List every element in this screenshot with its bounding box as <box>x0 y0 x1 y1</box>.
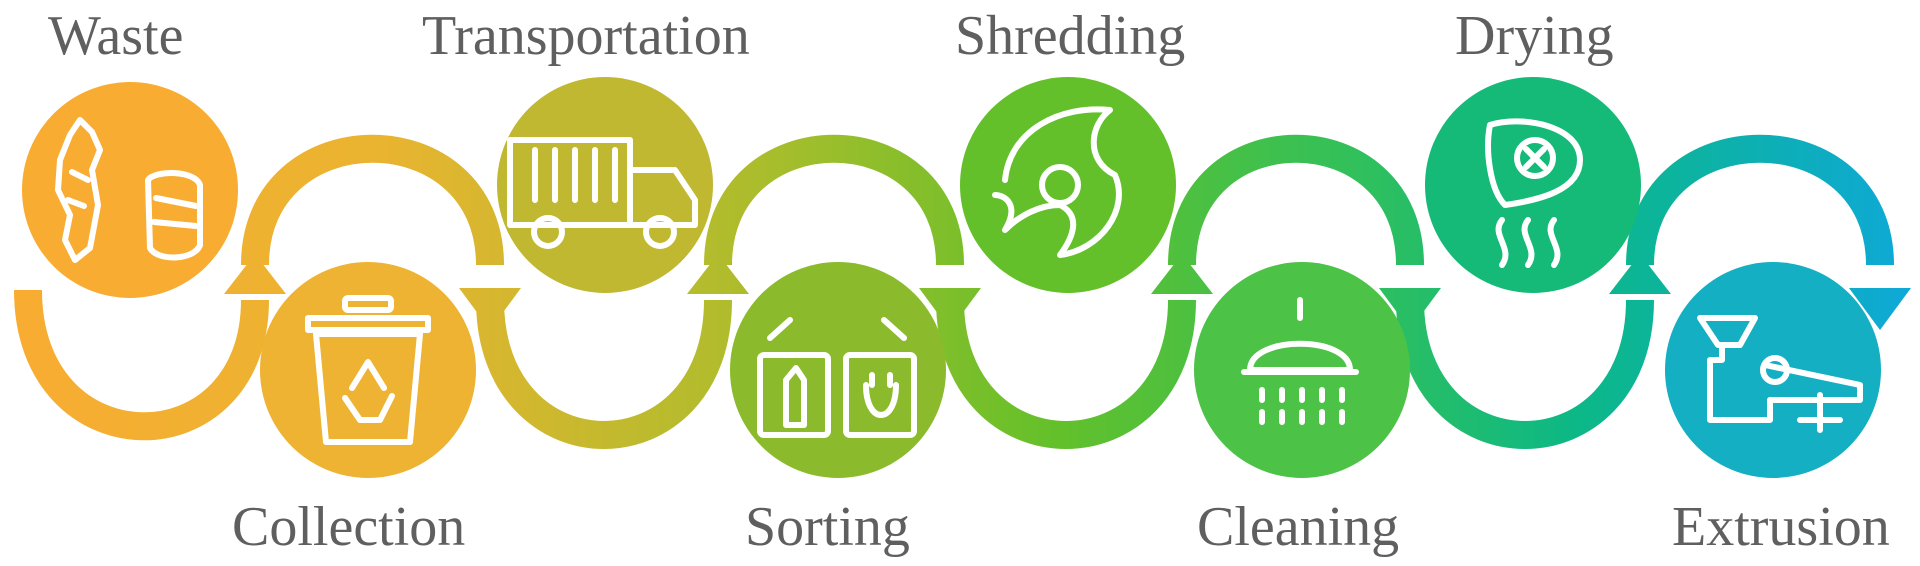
flow-arc-2 <box>241 134 504 266</box>
plastic-waste-icon <box>55 117 203 263</box>
arrow-down-8 <box>1849 288 1911 330</box>
step-label-transportation: Transportation <box>422 5 750 67</box>
flow-arrowheads <box>224 254 1911 330</box>
flow-arc-3 <box>476 299 732 449</box>
arrow-down-2 <box>459 288 521 330</box>
flow-arc-5 <box>936 299 1196 449</box>
step-circle-shredding <box>960 77 1176 293</box>
garbage-truck-icon <box>507 137 698 249</box>
flow-arc-8 <box>1626 134 1894 266</box>
arrow-up-3 <box>687 254 749 294</box>
dryer-heat-icon <box>1485 118 1583 268</box>
step-label-drying: Drying <box>1455 5 1614 67</box>
step-circle-drying <box>1425 77 1641 293</box>
sorting-bins-icon <box>757 317 917 438</box>
step-labels: Waste Collection Transportation Sorting … <box>48 5 1890 558</box>
step-label-cleaning: Cleaning <box>1197 496 1399 558</box>
step-circle-waste <box>22 82 238 298</box>
flow-wave <box>14 134 1894 449</box>
extruder-machine-icon <box>1697 315 1863 433</box>
flow-arc-7 <box>1396 299 1654 449</box>
step-label-sorting: Sorting <box>745 496 910 558</box>
shredder-blade-icon <box>992 106 1122 258</box>
flow-arc-4 <box>704 134 964 266</box>
shower-head-icon <box>1241 297 1359 425</box>
step-label-collection: Collection <box>232 496 465 558</box>
arrow-up-7 <box>1609 254 1671 294</box>
flow-arc-6 <box>1168 134 1424 266</box>
step-label-shredding: Shredding <box>955 5 1185 67</box>
flow-arc-1 <box>14 289 269 441</box>
recycle-bin-icon <box>305 295 431 445</box>
step-circle-extrusion <box>1665 262 1881 478</box>
arrow-down-6 <box>1379 288 1441 330</box>
step-circle-collection <box>260 262 476 478</box>
arrow-down-4 <box>919 288 981 330</box>
step-label-waste: Waste <box>48 5 183 67</box>
step-label-extrusion: Extrusion <box>1672 496 1890 558</box>
arrow-up-1 <box>224 254 286 294</box>
step-circle-transportation <box>497 77 713 293</box>
arrow-up-5 <box>1151 254 1213 294</box>
